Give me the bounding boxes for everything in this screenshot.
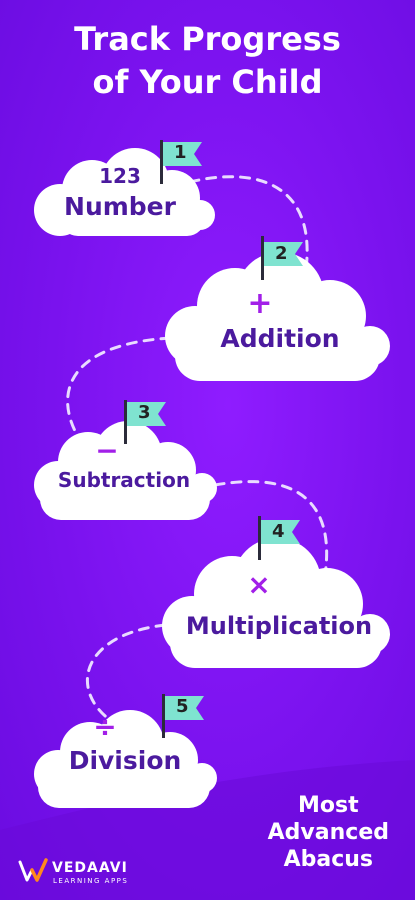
page-title: Track Progress of Your Child <box>0 18 415 104</box>
stage-subtraction[interactable]: 3 − Subtraction <box>30 400 218 528</box>
page-title-line2: of Your Child <box>92 63 323 101</box>
cloud-icon <box>165 252 390 381</box>
flag-number: 2 <box>275 243 288 264</box>
flag-icon: 5 <box>158 694 208 738</box>
tagline-line3: Abacus <box>283 847 374 872</box>
flag-number: 4 <box>272 521 285 542</box>
cloud-icon <box>34 148 215 236</box>
stage-label: Multiplication <box>185 612 373 640</box>
cloud-icon <box>162 538 390 668</box>
flag-icon: 2 <box>257 236 307 280</box>
number-symbol: 123 <box>99 164 141 188</box>
flag-number: 3 <box>138 402 151 423</box>
brand-logo: VEDAAVI LEARNING APPS <box>18 858 168 888</box>
brand-subtitle: LEARNING APPS <box>53 877 129 885</box>
tagline-line2: Advanced <box>267 820 389 845</box>
divide-icon: ÷ <box>93 710 117 743</box>
flag-icon: 4 <box>254 516 304 560</box>
flag-number: 5 <box>176 696 189 717</box>
tagline-line1: Most <box>298 793 359 818</box>
stage-number[interactable]: 1 123 Number <box>30 140 220 250</box>
stage-label: Addition <box>220 324 340 353</box>
multiply-icon: × <box>247 568 271 601</box>
stage-multiplication[interactable]: 4 × Multiplication <box>162 516 394 676</box>
cloud-icon <box>34 421 217 520</box>
minus-icon: − <box>95 434 119 467</box>
stage-label: Division <box>68 746 182 775</box>
tagline: Most Advanced Abacus <box>268 792 389 873</box>
plus-icon: + <box>247 286 273 321</box>
stage-label: Number <box>64 192 176 221</box>
flag-number: 1 <box>174 142 187 163</box>
page-title-line1: Track Progress <box>74 20 341 58</box>
stage-addition[interactable]: 2 + Addition <box>165 236 393 388</box>
stage-label: Subtraction <box>57 468 191 492</box>
stage-division[interactable]: 5 ÷ Division <box>30 694 218 814</box>
brand-name: VEDAAVI <box>52 860 128 876</box>
vedaavi-logo-icon <box>18 858 48 882</box>
flag-icon: 3 <box>120 400 170 444</box>
flag-icon: 1 <box>156 140 206 184</box>
cloud-icon <box>34 710 217 808</box>
